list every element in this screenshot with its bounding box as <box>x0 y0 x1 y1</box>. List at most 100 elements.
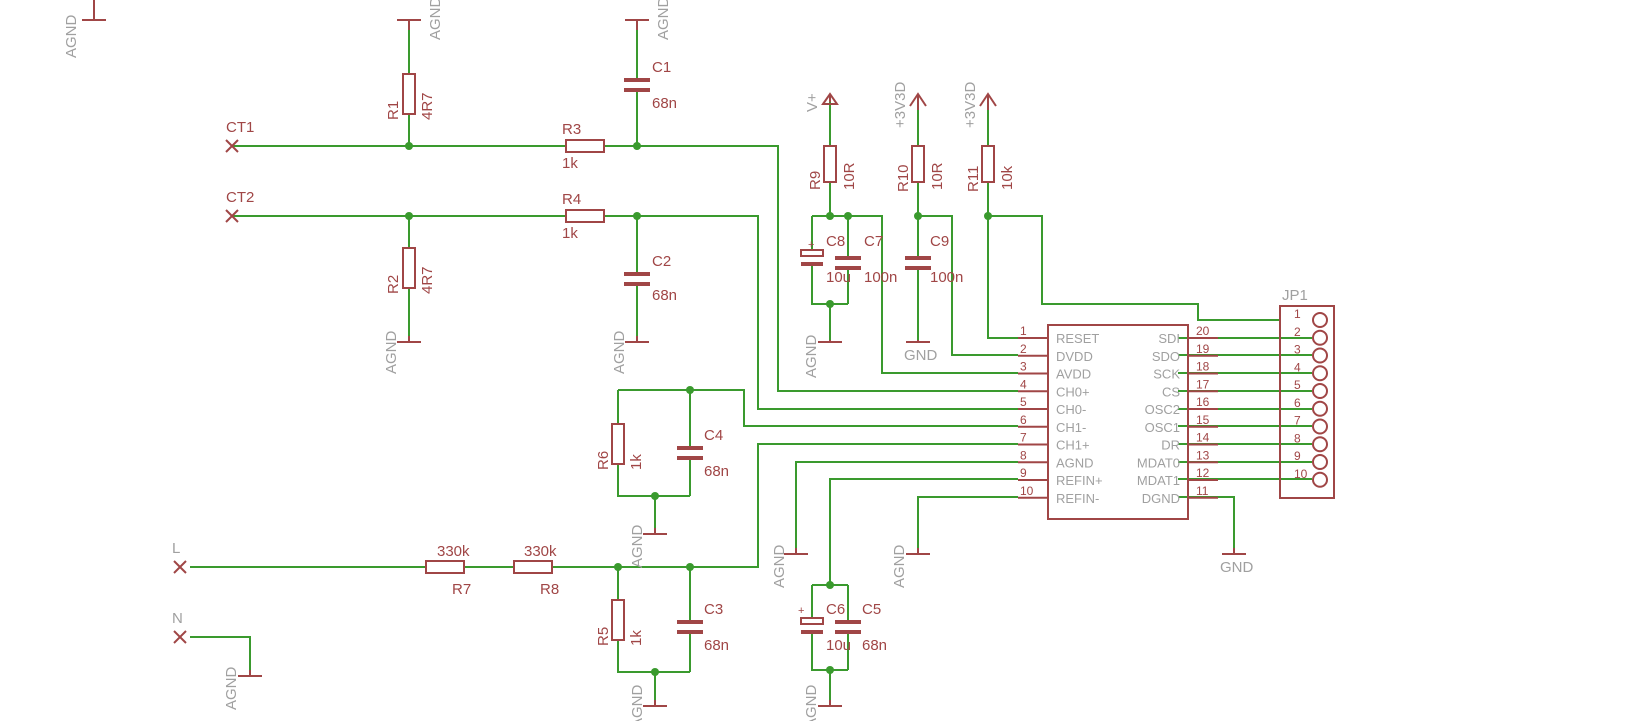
capacitor-c2 <box>624 272 650 286</box>
resistor-r6 <box>611 423 625 465</box>
ic-pin-number: 16 <box>1196 395 1210 409</box>
v3v3d-label-r11: +3V3D <box>962 82 979 128</box>
connector-pin-icon <box>1312 454 1328 470</box>
ic-pin-name: MDAT0 <box>1137 455 1180 470</box>
agnd-symbol-icon <box>625 19 649 30</box>
vplus-arrow-icon <box>821 92 839 105</box>
c7-name: C7 <box>864 233 883 250</box>
ic-pin-number: 13 <box>1196 448 1210 462</box>
connector-pin-number: 7 <box>1294 414 1301 428</box>
r6-value: 1k <box>628 454 645 470</box>
agnd-label-r2: AGND <box>383 330 400 374</box>
ic-pin-name: AGND <box>1056 455 1094 470</box>
resistor-r7 <box>425 560 465 574</box>
r10-value: 10R <box>929 162 946 190</box>
c9-name: C9 <box>930 233 949 250</box>
ic-pin-number: 15 <box>1196 413 1210 427</box>
resistor-r8 <box>513 560 553 574</box>
r10-name: R10 <box>895 164 912 192</box>
v3v3d-label-r10: +3V3D <box>892 82 909 128</box>
r6-name: R6 <box>595 451 612 470</box>
connector-name: JP1 <box>1282 287 1308 304</box>
c8-value: 10u <box>826 269 851 286</box>
connector-pin-icon <box>1312 418 1328 435</box>
junction-dot <box>633 212 641 220</box>
ic-pin-name: CH0- <box>1056 402 1086 417</box>
agnd-symbol-icon <box>818 700 842 707</box>
agnd-symbol-icon <box>397 336 421 343</box>
resistor-r4 <box>565 209 605 223</box>
agnd-symbol-icon <box>818 340 842 343</box>
ic-pin-name: RESET <box>1056 331 1099 346</box>
resistor-r9 <box>823 145 837 183</box>
r4-value: 1k <box>562 225 578 242</box>
capacitor-c6 <box>800 617 824 634</box>
ic-pin-number: 1 <box>1020 324 1027 338</box>
agnd-label-n: AGND <box>223 666 240 710</box>
c5-name: C5 <box>862 601 881 618</box>
junction-dot <box>405 142 413 150</box>
gnd-label-dgnd: GND <box>1220 559 1254 576</box>
ic-pin-number: 12 <box>1196 466 1210 480</box>
c8-name: C8 <box>826 233 845 250</box>
ic-pin-number: 6 <box>1020 413 1027 427</box>
ic-pin-number: 14 <box>1196 431 1210 445</box>
connector-pin-icon <box>1312 383 1328 399</box>
ic-pin-number: 7 <box>1020 431 1027 445</box>
c8-polarity-mark: + <box>808 239 814 251</box>
agnd-symbol-icon <box>238 670 262 677</box>
junction-dot <box>633 142 641 150</box>
connector-pin-number: 6 <box>1294 396 1301 410</box>
r1-value: 4R7 <box>419 92 436 120</box>
r8-value: 330k <box>524 543 557 560</box>
junction-dot <box>984 212 992 220</box>
net-label-n: N <box>172 610 183 627</box>
r9-value: 10R <box>841 162 858 190</box>
wires <box>190 30 1312 700</box>
net-label-ct1: CT1 <box>226 119 254 136</box>
ic-pin-number: 19 <box>1196 342 1210 356</box>
r11-name: R11 <box>965 166 982 192</box>
ic-pin-name: OSC2 <box>1145 402 1180 417</box>
c9-value: 100n <box>930 269 963 286</box>
ic-pin-name: DR <box>1161 438 1180 453</box>
ic-pin-name: DGND <box>1142 491 1180 506</box>
agnd-symbol-icon <box>906 548 930 555</box>
junction-dot <box>614 563 622 571</box>
agnd-label-c2: AGND <box>611 330 628 374</box>
connector-pin-icon <box>1312 365 1328 382</box>
ic-pin-name: MDAT1 <box>1137 473 1180 488</box>
junction-dot <box>826 212 834 220</box>
connector-pin-icon <box>1312 312 1328 328</box>
r3-value: 1k <box>562 155 578 172</box>
ic-pin-name: AVDD <box>1056 367 1091 382</box>
capacitor-c8 <box>800 249 824 266</box>
agnd-symbol-icon <box>397 19 421 30</box>
capacitor-c1 <box>624 78 650 92</box>
gnd-label-c9: GND <box>904 347 938 364</box>
ic-pin-number: 11 <box>1196 484 1209 498</box>
capacitor-c4 <box>677 446 703 460</box>
v3v3d-arrow-icon <box>979 92 997 110</box>
connector-pin-number: 1 <box>1294 307 1301 321</box>
ic-pin-number: 17 <box>1196 377 1210 391</box>
ic-pin-name: REFIN- <box>1056 491 1099 506</box>
ic-pin-number: 8 <box>1020 448 1027 462</box>
c6-name: C6 <box>826 601 845 618</box>
connector-pin-number: 4 <box>1294 360 1301 374</box>
gnd-symbol-icon <box>906 340 930 343</box>
r9-name: R9 <box>807 171 824 190</box>
resistor-r1 <box>402 73 416 115</box>
connector-pin-number: 8 <box>1294 431 1301 445</box>
r7-name: R7 <box>452 581 471 598</box>
connector-pin-icon <box>1312 329 1328 346</box>
agnd-label-c1: AGND <box>655 0 672 40</box>
r11-value: 10k <box>999 165 1016 190</box>
r1-name: R1 <box>385 101 402 120</box>
ic-pin-number: 3 <box>1020 360 1027 374</box>
ic-pin-number: 18 <box>1196 360 1210 374</box>
c1-name: C1 <box>652 59 671 76</box>
